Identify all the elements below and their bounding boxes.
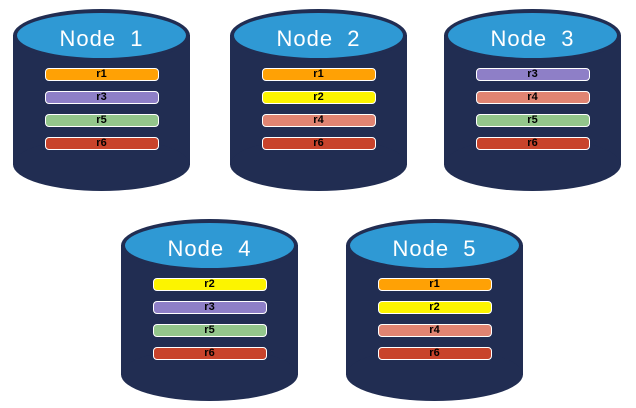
cylinder-top: Node 3 bbox=[444, 9, 621, 62]
replica-label: r2 bbox=[313, 91, 324, 103]
replica-bar-list: r1 r2 r4 r6 bbox=[230, 68, 407, 150]
replica-label: r5 bbox=[527, 114, 538, 126]
node-label: Node 1 bbox=[59, 26, 144, 51]
replica-label: r4 bbox=[313, 114, 324, 126]
replica-label: r6 bbox=[96, 137, 107, 149]
replica-bar-list: r2 r3 r5 r6 bbox=[121, 278, 298, 360]
replica-bar: r6 bbox=[377, 347, 492, 360]
node-4-cylinder: Node 4 r2 r3 r5 r6 bbox=[121, 219, 298, 401]
replica-label: r3 bbox=[204, 301, 215, 313]
replica-bar-list: r1 r3 r5 r6 bbox=[13, 68, 190, 150]
replica-bar: r5 bbox=[475, 114, 590, 127]
replica-bar: r3 bbox=[475, 68, 590, 81]
replica-label: r3 bbox=[527, 68, 538, 80]
replica-label: r4 bbox=[429, 324, 440, 336]
replica-bar: r6 bbox=[152, 347, 267, 360]
replica-label: r4 bbox=[527, 91, 538, 103]
node-label: Node 2 bbox=[276, 26, 361, 51]
replica-bar: r3 bbox=[44, 91, 159, 104]
replica-bar: r2 bbox=[377, 301, 492, 314]
node-label: Node 5 bbox=[392, 236, 477, 261]
replica-label: r2 bbox=[204, 278, 215, 290]
replica-label: r6 bbox=[429, 347, 440, 359]
cylinder-top: Node 1 bbox=[13, 9, 190, 62]
cylinder-top: Node 2 bbox=[230, 9, 407, 62]
replica-label: r6 bbox=[204, 347, 215, 359]
replica-label: r2 bbox=[429, 301, 440, 313]
replica-bar: r2 bbox=[261, 91, 376, 104]
replica-label: r3 bbox=[96, 91, 107, 103]
replica-bar: r3 bbox=[152, 301, 267, 314]
cylinder-top: Node 5 bbox=[346, 219, 523, 272]
replica-label: r1 bbox=[429, 278, 440, 290]
replica-bar-list: r1 r2 r4 r6 bbox=[346, 278, 523, 360]
replica-bar: r6 bbox=[475, 137, 590, 150]
replica-label: r5 bbox=[204, 324, 215, 336]
node-3-cylinder: Node 3 r3 r4 r5 r6 bbox=[444, 9, 621, 191]
replica-bar: r5 bbox=[152, 324, 267, 337]
replica-bar: r6 bbox=[261, 137, 376, 150]
replica-bar: r4 bbox=[261, 114, 376, 127]
node-2-cylinder: Node 2 r1 r2 r4 r6 bbox=[230, 9, 407, 191]
replica-label: r1 bbox=[96, 68, 107, 80]
replica-bar-list: r3 r4 r5 r6 bbox=[444, 68, 621, 150]
replica-label: r6 bbox=[527, 137, 538, 149]
replica-label: r1 bbox=[313, 68, 324, 80]
replica-bar: r6 bbox=[44, 137, 159, 150]
replica-label: r5 bbox=[96, 114, 107, 126]
replica-label: r6 bbox=[313, 137, 324, 149]
replica-bar: r1 bbox=[261, 68, 376, 81]
replica-bar: r1 bbox=[44, 68, 159, 81]
node-label: Node 3 bbox=[490, 26, 575, 51]
node-5-cylinder: Node 5 r1 r2 r4 r6 bbox=[346, 219, 523, 401]
replica-bar: r4 bbox=[377, 324, 492, 337]
replica-bar: r2 bbox=[152, 278, 267, 291]
node-1-cylinder: Node 1 r1 r3 r5 r6 bbox=[13, 9, 190, 191]
replica-bar: r1 bbox=[377, 278, 492, 291]
node-label: Node 4 bbox=[167, 236, 252, 261]
replica-bar: r4 bbox=[475, 91, 590, 104]
cylinder-top: Node 4 bbox=[121, 219, 298, 272]
replica-bar: r5 bbox=[44, 114, 159, 127]
